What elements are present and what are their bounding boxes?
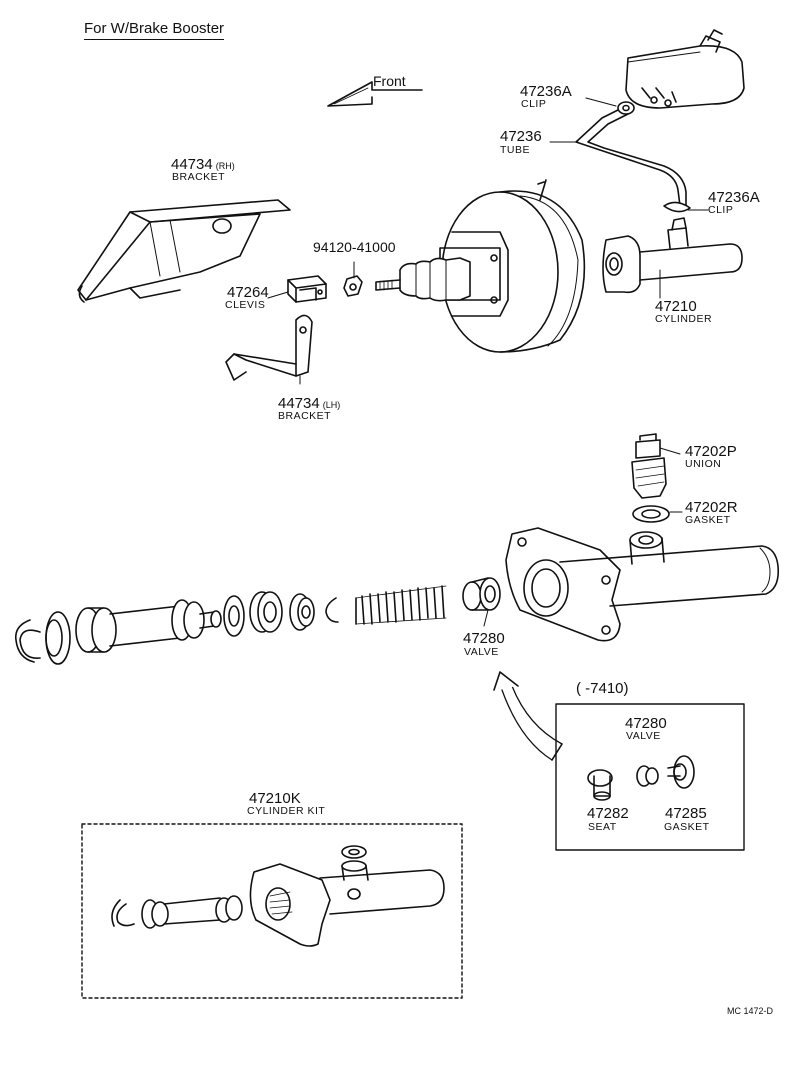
- front-label: Front: [373, 73, 406, 89]
- part-name-valve-inset: VALVE: [626, 730, 661, 742]
- part-name-cylinder: CYLINDER: [655, 313, 713, 325]
- part-name-clip-right: CLIP: [708, 204, 734, 216]
- part-qualifier-lh: (LH): [322, 400, 341, 410]
- part-name-union: UNION: [685, 458, 722, 470]
- part-number-nut: 94120-41000: [313, 239, 396, 255]
- cylinder-body-exploded: [505, 527, 780, 642]
- part-name-gasket-union: GASKET: [685, 514, 731, 526]
- part-number-cylinder-kit: 47210K: [249, 790, 301, 807]
- part-name-bracket-lh: BRACKET: [278, 410, 332, 422]
- inset-range-label: ( -7410): [576, 680, 629, 697]
- part-number-clip-right: 47236A: [708, 189, 760, 206]
- curved-pointer-arrow: [493, 671, 563, 761]
- reservoir-tank: [625, 29, 745, 109]
- part-number-seat: 47282: [587, 805, 629, 822]
- clevis-and-nut: [287, 275, 363, 303]
- diagram-title: For W/Brake Booster: [84, 20, 225, 40]
- part-number-gasket-inset: 47285: [665, 805, 707, 822]
- part-number-union: 47202P: [685, 443, 737, 460]
- part-name-bracket-rh: BRACKET: [172, 171, 226, 183]
- brake-tube: [575, 107, 687, 207]
- part-number-valve-main: 47280: [463, 630, 505, 647]
- part-number-clip-top: 47236A: [520, 83, 572, 100]
- cylinder-kit-box: [81, 823, 463, 999]
- internal-parts-row: [14, 577, 501, 665]
- part-number-valve-inset: 47280: [625, 715, 667, 732]
- part-name-seat: SEAT: [588, 821, 617, 833]
- part-number-clevis: 47264: [227, 284, 269, 301]
- part-name-cylinder-kit: CYLINDER KIT: [247, 805, 326, 817]
- part-number-bracket-lh: 44734(LH): [278, 395, 341, 412]
- part-number-gasket-union: 47202R: [685, 499, 738, 516]
- brake-booster: [375, 179, 586, 353]
- clip-parts: [617, 101, 691, 213]
- master-cylinder-top: [602, 217, 743, 294]
- front-arrow: [327, 81, 423, 107]
- part-name-tube: TUBE: [500, 144, 531, 156]
- drawing-code: MC 1472-D: [727, 1006, 774, 1016]
- inset-box: [555, 703, 745, 851]
- part-name-gasket-inset: GASKET: [664, 821, 710, 833]
- bracket-lh: [225, 314, 313, 381]
- part-number-tube: 47236: [500, 128, 542, 145]
- part-qualifier-rh: (RH): [215, 161, 235, 171]
- leader-lines: [267, 97, 709, 627]
- bracket-rh: [77, 199, 291, 303]
- part-number-cylinder: 47210: [655, 298, 697, 315]
- part-number-bracket-rh: 44734(RH): [171, 156, 235, 173]
- part-name-clip-top: CLIP: [521, 98, 547, 110]
- part-name-clevis: CLEVIS: [225, 299, 266, 311]
- part-name-valve-main: VALVE: [464, 646, 499, 658]
- union-and-gasket: [631, 433, 670, 523]
